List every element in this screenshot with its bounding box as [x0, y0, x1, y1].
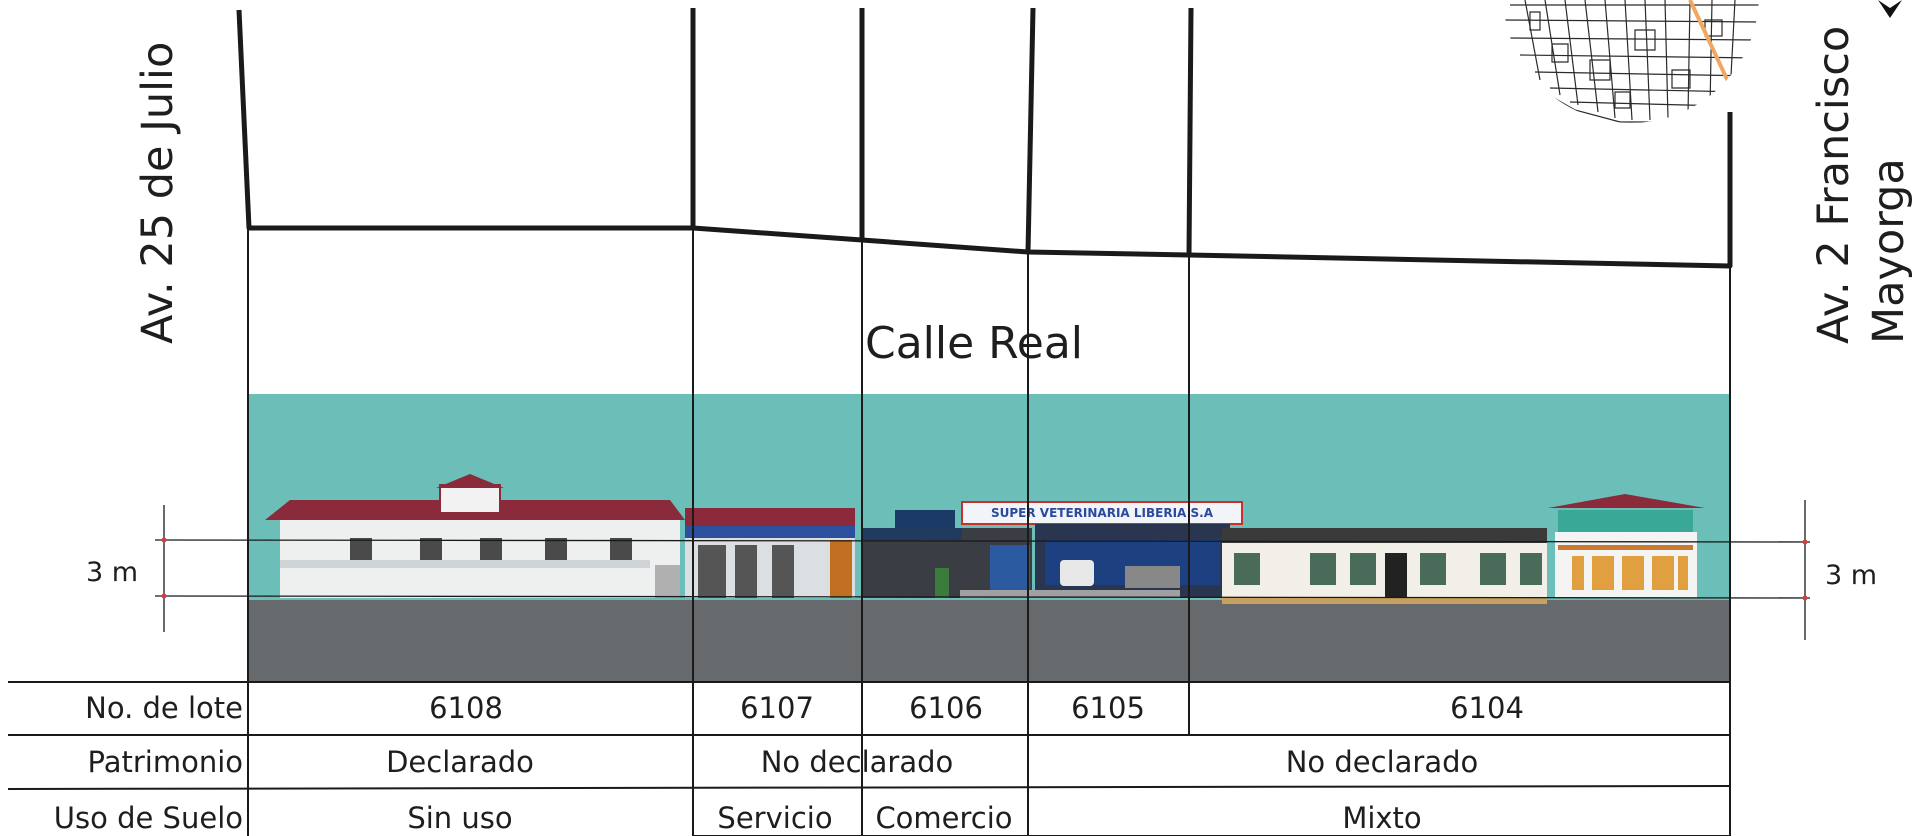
facade-6105: SUPER VETERINARIA LIBERIA S.A [960, 501, 1243, 598]
uso-6108: Sin uso [407, 801, 512, 835]
facade-6106 [862, 510, 1032, 598]
facade-6104 [1222, 528, 1547, 604]
lote-6106: 6106 [909, 691, 983, 725]
uso-6105-6104: Mixto [1342, 801, 1421, 835]
patrimonio-6108: Declarado [386, 745, 534, 779]
lot-divider [1186, 7, 1194, 256]
street-name: Calle Real [865, 318, 1083, 369]
row-label-patrimonio: Patrimonio [88, 745, 243, 779]
lot-divider [1025, 7, 1036, 253]
uso-6106: Comercio [875, 801, 1012, 835]
left-avenue-label: Av. 25 de Julio [133, 42, 183, 344]
attribute-table-grid [7, 681, 1731, 836]
facade-corner-house [1548, 494, 1705, 598]
height-label-right: 3 m [1825, 560, 1877, 591]
patrimonio-6107-6106: No declarado [761, 745, 954, 779]
lote-6108: 6108 [429, 691, 503, 725]
lot-plan-front-line [236, 9, 1733, 269]
lote-6104: 6104 [1450, 691, 1524, 725]
height-label-left: 3 m [86, 557, 138, 588]
height-reference [154, 500, 1811, 640]
uso-6107: Servicio [717, 801, 832, 835]
facade-6108 [265, 474, 685, 598]
facade-sign: SUPER VETERINARIA LIBERIA S.A [991, 506, 1214, 520]
locator-map [1503, 0, 1759, 123]
row-label-uso-suelo: Uso de Suelo [54, 801, 243, 835]
lot-plan [236, 7, 1733, 269]
patrimonio-6105-6104: No declarado [1286, 745, 1479, 779]
lote-6107: 6107 [740, 691, 814, 725]
north-arrow-icon [1878, 0, 1902, 18]
row-label-lote: No. de lote [85, 691, 243, 725]
street-band [248, 600, 1730, 682]
height-marker-dots [161, 537, 1808, 601]
right-avenue-label-line2: Mayorga [1864, 158, 1914, 344]
facade-6107 [685, 508, 855, 598]
lote-6105: 6105 [1071, 691, 1145, 725]
right-avenue-label-line1: Av. 2 Francisco [1809, 26, 1859, 344]
